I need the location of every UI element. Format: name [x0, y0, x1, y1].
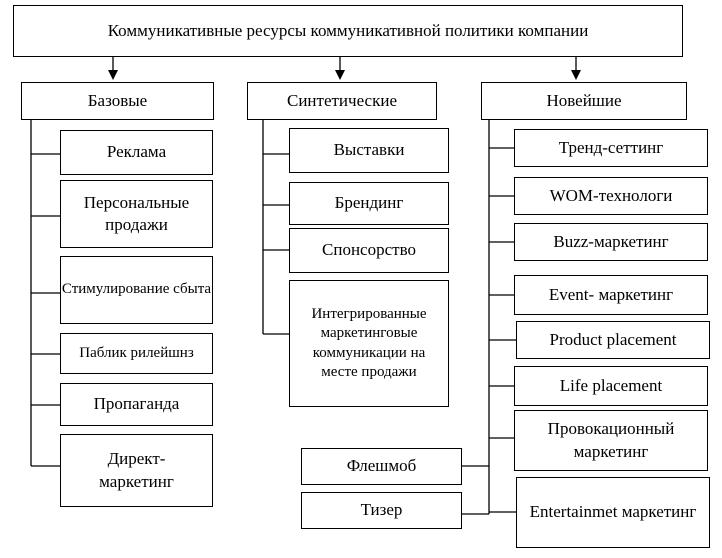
newest-item: Провокационный маркетинг: [514, 410, 708, 471]
synthetic-item: Выставки: [289, 128, 449, 173]
basic-item: Персональные продажи: [60, 180, 213, 248]
category-newest: Новейшие: [481, 82, 687, 120]
basic-item: Пропаганда: [60, 383, 213, 426]
synthetic-item: Брендинг: [289, 182, 449, 225]
newest-item: Тренд-сеттинг: [514, 129, 708, 167]
category-basic-label: Базовые: [87, 90, 148, 110]
newest-extra-item: Флешмоб: [301, 448, 462, 485]
category-basic: Базовые: [21, 82, 214, 120]
basic-item: Директ-маркетинг: [60, 434, 213, 507]
newest-item: WOM-технологи: [514, 177, 708, 215]
newest-item: Buzz-маркетинг: [514, 223, 708, 261]
newest-item: Entertainmet маркетинг: [516, 477, 710, 548]
newest-item: Product placement: [516, 321, 710, 359]
newest-item: Life placement: [514, 366, 708, 406]
newest-item: Event- маркетинг: [514, 275, 708, 315]
diagram-title: Коммуникативные ресурсы коммуникативной …: [13, 5, 683, 57]
diagram-title-text: Коммуникативные ресурсы коммуникативной …: [107, 20, 589, 40]
category-synthetic: Синтетические: [247, 82, 437, 120]
synthetic-item: Интегрированные маркетинговые коммуникац…: [289, 280, 449, 407]
basic-item: Паблик рилейшнз: [60, 333, 213, 374]
basic-item: Реклама: [60, 130, 213, 175]
basic-item: Стимулирование сбыта: [60, 256, 213, 324]
synthetic-item: Спонсорство: [289, 228, 449, 273]
category-synthetic-label: Синтетические: [286, 90, 397, 110]
newest-extra-item: Тизер: [301, 492, 462, 529]
category-newest-label: Новейшие: [546, 90, 622, 110]
